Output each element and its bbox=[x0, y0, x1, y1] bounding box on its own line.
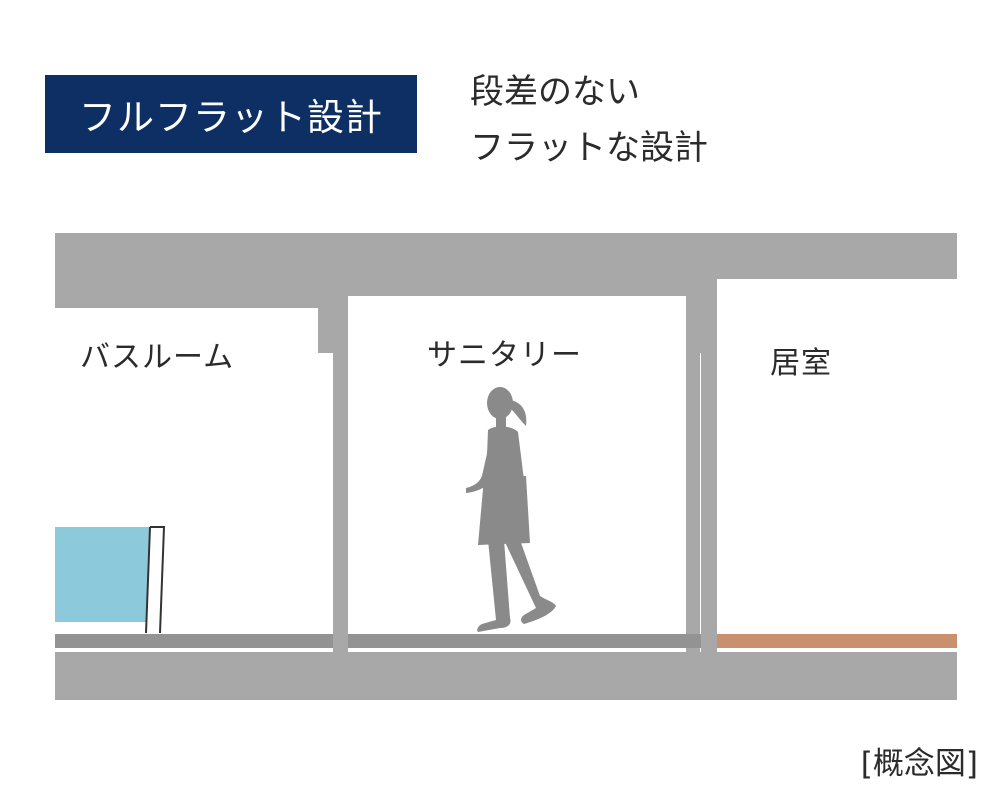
subtitle-line-2: フラットな設計 bbox=[470, 128, 708, 168]
ceiling-slab bbox=[55, 233, 957, 652]
bathtub-water bbox=[55, 527, 150, 622]
floor-slab bbox=[55, 652, 957, 700]
concept-note: [概念図] bbox=[860, 746, 978, 782]
room-label-sanitary: サニタリー bbox=[427, 338, 582, 373]
living-wood-floor bbox=[717, 634, 957, 648]
subtitle-line-1: 段差のない bbox=[470, 72, 640, 112]
wall-left bbox=[333, 291, 348, 661]
sanitary-floor bbox=[348, 634, 701, 648]
bathtub-rim bbox=[150, 526, 166, 634]
bathtub bbox=[55, 526, 166, 634]
ceiling-beam bbox=[318, 233, 717, 291]
walking-woman-silhouette-icon bbox=[466, 387, 556, 632]
subtitle: 段差のない フラットな設計 bbox=[470, 64, 708, 176]
wall-right bbox=[701, 279, 717, 661]
room-label-living: 居室 bbox=[770, 346, 832, 381]
bathtub-edge bbox=[145, 526, 151, 634]
room-label-bathroom: バスルーム bbox=[80, 340, 235, 375]
title-badge: フルフラット設計 bbox=[45, 75, 417, 153]
bathroom-floor bbox=[55, 634, 333, 648]
